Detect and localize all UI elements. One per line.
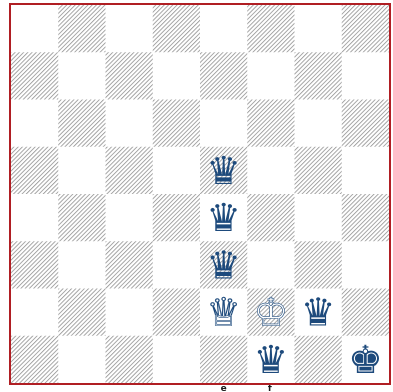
square-f5[interactable] <box>247 147 295 195</box>
square-g3[interactable] <box>295 241 343 289</box>
square-f7[interactable] <box>247 52 295 100</box>
square-a1[interactable] <box>11 336 59 383</box>
dark-queen-f1-queen-icon[interactable]: ♛ <box>254 338 289 383</box>
dark-queen-e3-queen-icon[interactable]: ♛ <box>206 243 241 288</box>
square-a8[interactable] <box>11 5 59 53</box>
square-b8[interactable] <box>58 5 106 53</box>
square-c8[interactable] <box>106 5 154 53</box>
board-grid: ♛♛♛♕♔♛♛♚ <box>11 5 389 383</box>
square-d2[interactable] <box>153 289 201 337</box>
square-e1[interactable] <box>200 336 248 383</box>
square-d8[interactable] <box>153 5 201 53</box>
square-g1[interactable] <box>295 336 343 383</box>
square-g7[interactable] <box>295 52 343 100</box>
square-f4[interactable] <box>247 194 295 242</box>
square-b4[interactable] <box>58 194 106 242</box>
square-d7[interactable] <box>153 52 201 100</box>
square-h4[interactable] <box>342 194 389 242</box>
square-h3[interactable] <box>342 241 389 289</box>
square-f8[interactable] <box>247 5 295 53</box>
square-e8[interactable] <box>200 5 248 53</box>
square-d5[interactable] <box>153 147 201 195</box>
square-c2[interactable] <box>106 289 154 337</box>
square-d4[interactable] <box>153 194 201 242</box>
square-g4[interactable] <box>295 194 343 242</box>
file-label-e: e <box>221 385 227 392</box>
square-h2[interactable] <box>342 289 389 337</box>
square-f6[interactable] <box>247 100 295 148</box>
square-c4[interactable] <box>106 194 154 242</box>
dark-queen-g2-queen-icon[interactable]: ♛ <box>301 291 336 336</box>
light-queen-e2-queen-icon[interactable]: ♕ <box>206 291 241 336</box>
square-a3[interactable] <box>11 241 59 289</box>
file-label-f: f <box>268 385 272 392</box>
square-d3[interactable] <box>153 241 201 289</box>
square-d1[interactable] <box>153 336 201 383</box>
square-b5[interactable] <box>58 147 106 195</box>
chess-board: ♛♛♛♕♔♛♛♚ <box>9 3 391 385</box>
square-g6[interactable] <box>295 100 343 148</box>
square-a4[interactable] <box>11 194 59 242</box>
square-c5[interactable] <box>106 147 154 195</box>
square-b3[interactable] <box>58 241 106 289</box>
square-a7[interactable] <box>11 52 59 100</box>
square-h6[interactable] <box>342 100 389 148</box>
square-b2[interactable] <box>58 289 106 337</box>
dark-queen-e5-queen-icon[interactable]: ♛ <box>206 149 241 194</box>
square-g8[interactable] <box>295 5 343 53</box>
square-h5[interactable] <box>342 147 389 195</box>
square-e6[interactable] <box>200 100 248 148</box>
light-king-f2-king-icon[interactable]: ♔ <box>254 291 289 336</box>
square-a6[interactable] <box>11 100 59 148</box>
square-c3[interactable] <box>106 241 154 289</box>
square-d6[interactable] <box>153 100 201 148</box>
square-h8[interactable] <box>342 5 389 53</box>
square-e7[interactable] <box>200 52 248 100</box>
square-c1[interactable] <box>106 336 154 383</box>
square-h7[interactable] <box>342 52 389 100</box>
square-c6[interactable] <box>106 100 154 148</box>
square-c7[interactable] <box>106 52 154 100</box>
square-b7[interactable] <box>58 52 106 100</box>
square-a5[interactable] <box>11 147 59 195</box>
dark-queen-e4-queen-icon[interactable]: ♛ <box>206 196 241 241</box>
square-b1[interactable] <box>58 336 106 383</box>
square-f3[interactable] <box>247 241 295 289</box>
square-g5[interactable] <box>295 147 343 195</box>
square-b6[interactable] <box>58 100 106 148</box>
dark-king-h1-king-icon[interactable]: ♚ <box>348 338 383 383</box>
square-a2[interactable] <box>11 289 59 337</box>
